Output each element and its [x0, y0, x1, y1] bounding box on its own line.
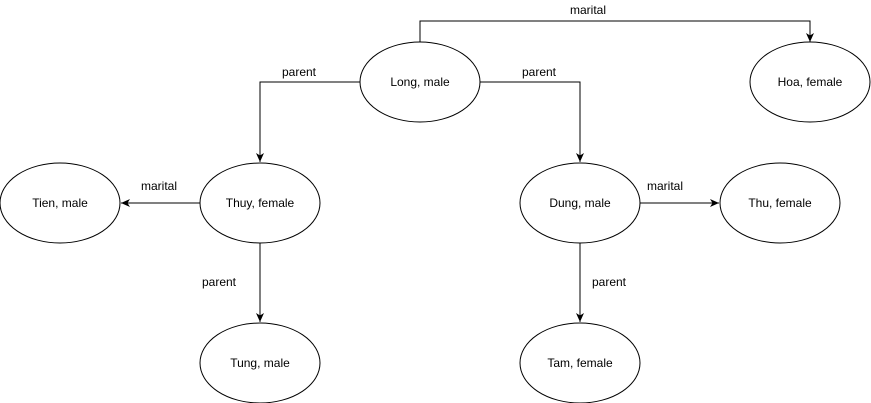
- edge-label-marital: marital: [570, 3, 606, 17]
- node-label: Hoa, female: [778, 75, 843, 89]
- edge-dung-tam[interactable]: parent: [576, 243, 627, 322]
- edge-label-parent: parent: [522, 65, 557, 79]
- edge-label-parent: parent: [202, 275, 237, 289]
- node-tam[interactable]: Tam, female: [519, 322, 641, 403]
- edge-long-dung[interactable]: parent: [480, 65, 584, 162]
- edge-label-marital: marital: [647, 179, 683, 193]
- edge-thuy-tien[interactable]: marital: [121, 179, 200, 207]
- node-label: Dung, male: [549, 196, 611, 210]
- node-label: Thu, female: [748, 196, 812, 210]
- edge-long-thuy[interactable]: parent: [256, 65, 360, 162]
- node-hoa[interactable]: Hoa, female: [749, 41, 871, 123]
- node-label: Tam, female: [547, 356, 613, 370]
- edge-thuy-tung[interactable]: parent: [202, 243, 264, 322]
- node-dung[interactable]: Dung, male: [519, 162, 641, 244]
- edges: marital parent parent marital marital pa…: [121, 3, 814, 322]
- nodes: Long, male Hoa, female Tien, male Thuy, …: [0, 41, 871, 403]
- node-label: Long, male: [390, 75, 450, 89]
- node-thuy[interactable]: Thuy, female: [199, 162, 321, 244]
- node-label: Thuy, female: [226, 196, 295, 210]
- node-label: Tien, male: [32, 196, 88, 210]
- node-label: Tung, male: [230, 356, 290, 370]
- edge-label-parent: parent: [592, 275, 627, 289]
- node-tung[interactable]: Tung, male: [199, 322, 321, 403]
- edge-long-hoa[interactable]: marital: [419, 3, 814, 42]
- node-tien[interactable]: Tien, male: [0, 162, 121, 244]
- edge-dung-thu[interactable]: marital: [640, 179, 719, 207]
- node-thu[interactable]: Thu, female: [719, 162, 841, 244]
- edge-label-parent: parent: [282, 65, 317, 79]
- edge-label-marital: marital: [141, 179, 177, 193]
- node-long[interactable]: Long, male: [359, 41, 481, 123]
